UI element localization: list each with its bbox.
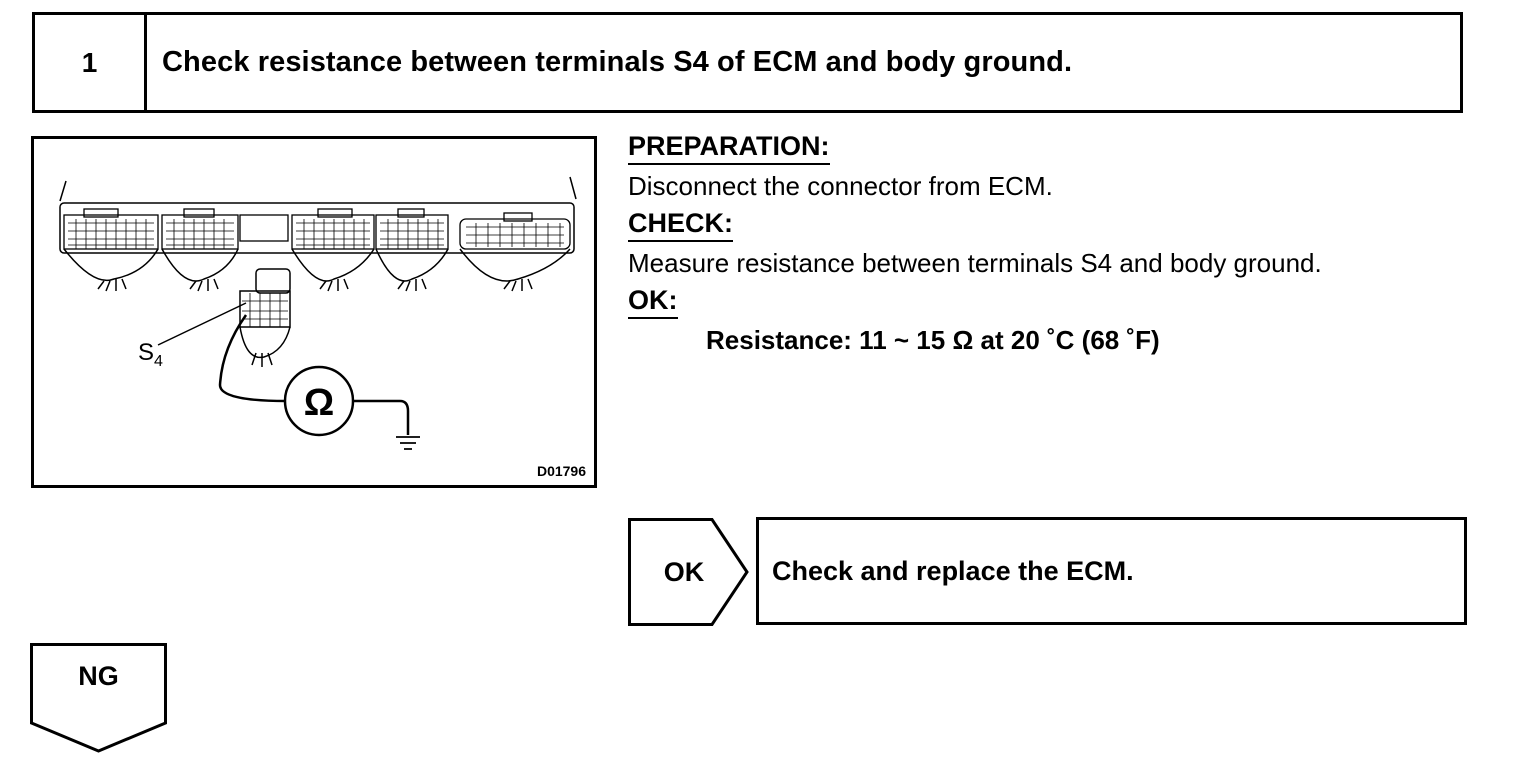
ok-heading: OK:	[628, 284, 678, 319]
ok-spec: Resistance: 11 ~ 15 Ω at 20 ˚C (68 ˚F)	[706, 325, 1160, 355]
ok-branch-tag: OK	[628, 518, 750, 626]
diagram-code: D01796	[536, 463, 586, 479]
instructions-panel: PREPARATION: Disconnect the connector fr…	[628, 130, 1488, 356]
ohm-symbol: Ω	[304, 382, 334, 424]
ng-branch-label: NG	[78, 661, 119, 691]
preparation-text: Disconnect the connector from ECM.	[628, 171, 1053, 201]
ecm-connector-illustration: Ω	[59, 176, 577, 450]
step-header: 1 Check resistance between terminals S4 …	[32, 12, 1463, 113]
ok-branch-label: OK	[663, 556, 705, 587]
step-number: 1	[35, 15, 147, 110]
down-arrow-tag-icon	[30, 643, 167, 753]
ng-branch-tag: NG	[30, 643, 170, 755]
ground-symbol-icon	[396, 436, 420, 450]
ecm-connector-icon	[59, 176, 577, 367]
s4-terminal-label: S4	[138, 339, 163, 370]
preparation-heading: PREPARATION:	[628, 130, 830, 165]
check-text: Measure resistance between terminals S4 …	[628, 248, 1322, 278]
check-heading: CHECK:	[628, 207, 733, 242]
ok-branch-action: Check and replace the ECM.	[756, 517, 1467, 625]
ohmmeter-icon: Ω	[283, 365, 355, 437]
ecm-connector-diagram: Ω S4 D01796	[31, 136, 597, 488]
step-title: Check resistance between terminals S4 of…	[162, 46, 1073, 78]
right-arrow-tag-icon	[628, 518, 749, 626]
